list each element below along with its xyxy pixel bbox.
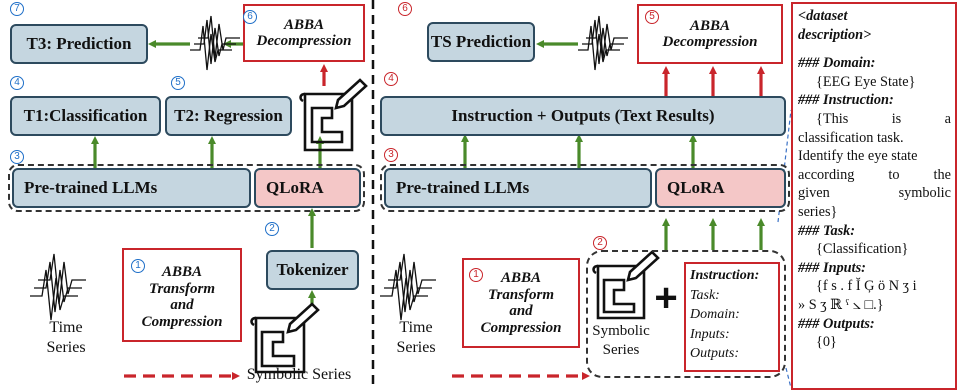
left-llm-group bbox=[8, 164, 365, 212]
compression-line: Compression bbox=[141, 313, 223, 330]
symbolic-series-label: Symbolic Series bbox=[246, 366, 352, 383]
step-2-badge: 2 bbox=[265, 222, 279, 236]
instruction-card-task: Task: bbox=[690, 287, 720, 303]
blueprint-pencil-icon bbox=[299, 78, 368, 152]
symbolic-label: Symbolic bbox=[592, 323, 650, 339]
description-header: <dataset bbox=[798, 8, 848, 24]
waveform-icon bbox=[380, 253, 436, 321]
outputs-value: {0} bbox=[816, 334, 837, 351]
t3-label: T3: Prediction bbox=[26, 34, 132, 53]
right-time-series-label: Time Series bbox=[386, 318, 446, 358]
qlora-label: QLoRA bbox=[667, 178, 725, 197]
instruction-card-domain: Domain: bbox=[690, 307, 740, 322]
step-3-badge-right: 3 bbox=[384, 148, 398, 162]
qlora-label: QLoRA bbox=[266, 178, 324, 197]
instruction-text-line-3: Identify the eye state bbox=[798, 148, 918, 165]
right-symbolic-series-label: Symbolic Series bbox=[588, 322, 654, 360]
series-label: Series bbox=[396, 339, 436, 356]
task-heading: ### Task: bbox=[798, 222, 856, 239]
t2-label: T2: Regression bbox=[174, 106, 283, 125]
decompression-subtitle: Decompression bbox=[662, 34, 758, 50]
instruction-text-line-6: series} bbox=[798, 203, 838, 220]
right-abba-decompression-box: ABBA Decompression bbox=[637, 4, 783, 64]
t1-label: T1:Classification bbox=[23, 106, 148, 125]
dataset-description-panel: <dataset description> ### Domain: {EEG E… bbox=[791, 2, 957, 390]
ts-prediction-label: TS Prediction bbox=[430, 32, 532, 51]
step-6-badge: 6 bbox=[243, 10, 257, 24]
instruction-heading: ### Instruction: bbox=[798, 92, 894, 109]
instruction-card: Instruction: Task: Domain: Inputs: Outpu… bbox=[684, 262, 780, 372]
right-red-arrows bbox=[662, 66, 765, 96]
right-green-arrows bbox=[461, 40, 765, 250]
inputs-heading: ### Inputs: bbox=[798, 259, 866, 276]
ts-prediction-box: TS Prediction bbox=[427, 22, 535, 62]
and-line: and bbox=[509, 303, 533, 319]
task-value: {Classification} bbox=[816, 241, 909, 258]
step-1-badge: 1 bbox=[131, 259, 145, 273]
decompression-title: ABBA bbox=[689, 17, 731, 34]
transform-line: Transform bbox=[148, 280, 216, 297]
domain-heading: ### Domain: bbox=[798, 55, 876, 72]
left-time-series-label: Time Series bbox=[36, 318, 96, 358]
step-4-badge-right: 4 bbox=[384, 72, 398, 86]
instruction-text-line-2: classification task. bbox=[798, 129, 904, 146]
step-6-badge-right: 6 bbox=[398, 2, 412, 16]
instruction-outputs-box: Instruction + Outputs (Text Results) bbox=[380, 96, 786, 136]
transform-line: Transform bbox=[487, 286, 555, 303]
t1-classification-box: T1:Classification bbox=[10, 96, 161, 136]
step-2-badge-right: 2 bbox=[593, 236, 607, 250]
abba-line: ABBA bbox=[161, 264, 203, 280]
step-1-badge-right: 1 bbox=[469, 268, 483, 282]
pretrained-llms-label: Pre-trained LLMs bbox=[396, 178, 530, 197]
instruction-outputs-label: Instruction + Outputs (Text Results) bbox=[451, 106, 715, 125]
left-pretrained-llms-box: Pre-trained LLMs bbox=[12, 168, 251, 208]
step-5-badge: 5 bbox=[171, 76, 185, 90]
decompression-title: ABBA bbox=[283, 16, 325, 33]
t3-prediction-box: T3: Prediction bbox=[10, 24, 148, 64]
step-3-badge: 3 bbox=[10, 150, 24, 164]
tokenizer-label: Tokenizer bbox=[276, 260, 349, 279]
waveform-icon bbox=[578, 15, 628, 71]
step-7-badge: 7 bbox=[10, 2, 24, 16]
left-abba-decompression-box: ABBA Decompression bbox=[243, 4, 365, 62]
instruction-card-inputs: Inputs: bbox=[690, 326, 730, 342]
and-line: and bbox=[170, 297, 194, 313]
compression-line: Compression bbox=[480, 319, 562, 336]
instruction-card-title: Instruction: bbox=[690, 268, 760, 283]
right-qlora-box: QLoRA bbox=[655, 168, 786, 208]
decompression-subtitle: Decompression bbox=[256, 33, 352, 49]
waveform-icon bbox=[30, 253, 86, 321]
inputs-line-2: » S ʒ ℝ ˤ ⦣ □.} bbox=[798, 296, 884, 313]
right-llm-group bbox=[380, 164, 790, 212]
blueprint-pencil-icon bbox=[592, 250, 660, 320]
right-input-group bbox=[586, 250, 786, 378]
inputs-line-1: {f s . f Ĭ Ģ ö N ʒ i bbox=[816, 278, 917, 295]
step-4-badge: 4 bbox=[10, 76, 24, 90]
t2-regression-box: T2: Regression bbox=[165, 96, 292, 136]
pretrained-llms-label: Pre-trained LLMs bbox=[24, 178, 158, 197]
series-label: Series bbox=[602, 342, 640, 358]
domain-value: {EEG Eye State} bbox=[816, 73, 916, 90]
waveform-icon bbox=[190, 15, 240, 71]
time-label: Time bbox=[49, 319, 83, 336]
time-label: Time bbox=[399, 319, 433, 336]
series-label: Series bbox=[46, 339, 86, 356]
tokenizer-box: Tokenizer bbox=[266, 250, 359, 290]
abba-line: ABBA bbox=[500, 270, 542, 286]
plus-sign: + bbox=[654, 276, 678, 320]
outputs-heading: ### Outputs: bbox=[798, 315, 875, 332]
blueprint-pencil-icon bbox=[250, 302, 320, 374]
step-5-badge-right: 5 bbox=[645, 10, 659, 24]
right-pretrained-llms-box: Pre-trained LLMs bbox=[384, 168, 652, 208]
description-header-cont: description> bbox=[798, 26, 872, 43]
left-qlora-box: QLoRA bbox=[254, 168, 361, 208]
instruction-card-outputs: Outputs: bbox=[690, 346, 739, 361]
